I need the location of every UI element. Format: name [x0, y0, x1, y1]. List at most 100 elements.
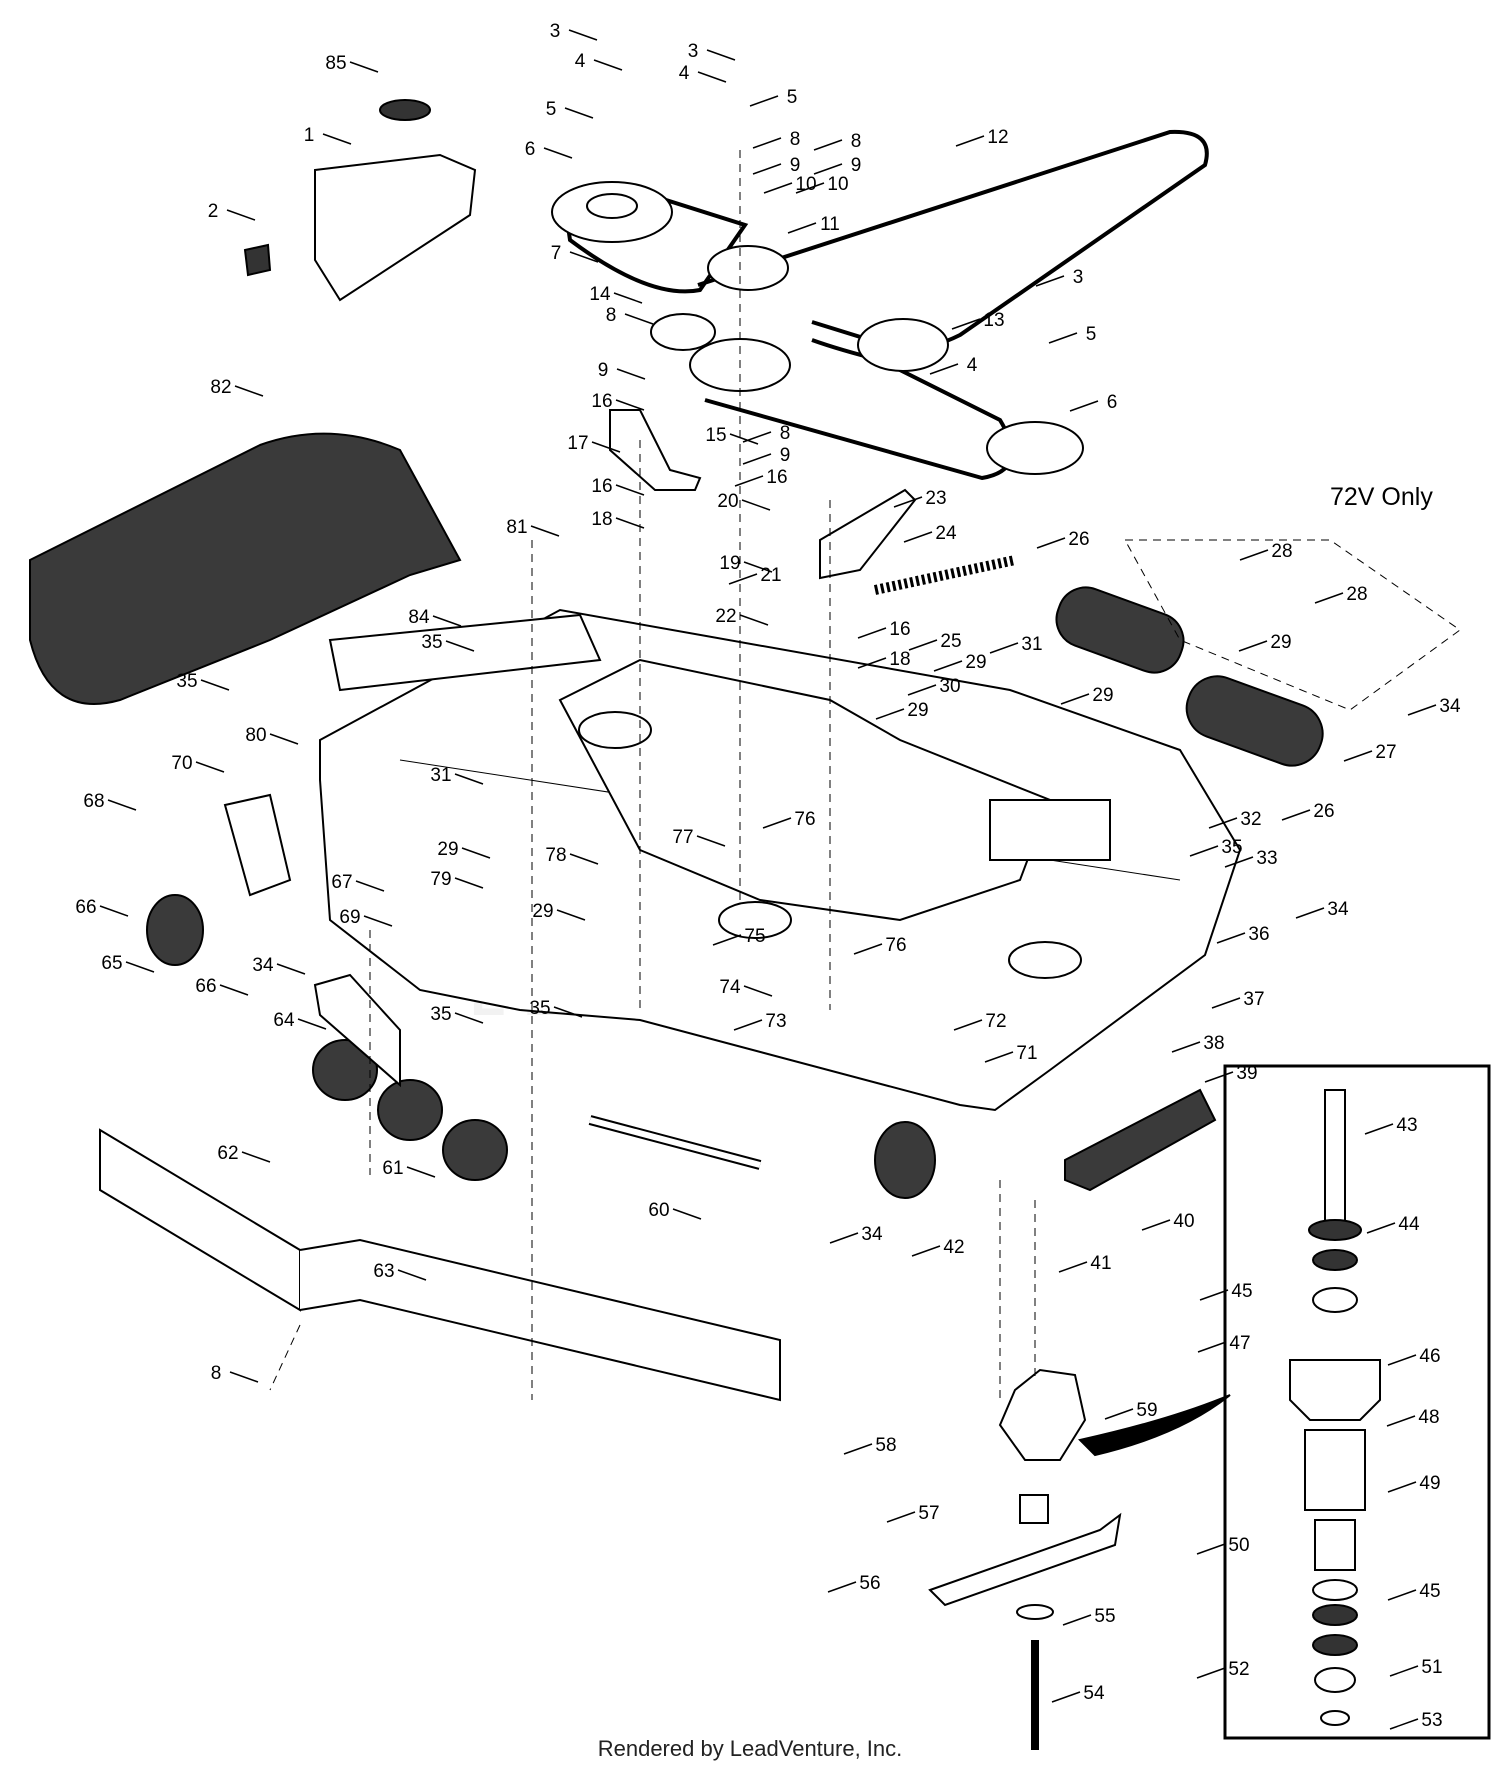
part-callout-76: 76: [794, 809, 815, 830]
leader-line: [696, 835, 726, 847]
part-callout-29: 29: [532, 901, 553, 922]
part-callout-23: 23: [925, 488, 946, 509]
gauge-wheel-65: [146, 894, 204, 966]
leader-line: [1387, 1589, 1417, 1601]
part-callout-5: 5: [546, 99, 557, 120]
part-callout-4: 4: [679, 63, 690, 84]
part-callout-61: 61: [382, 1158, 403, 1179]
part-callout-8: 8: [851, 131, 862, 152]
leader-line: [813, 163, 843, 175]
part-callout-10: 10: [827, 174, 848, 195]
leader-line: [615, 484, 645, 496]
part-callout-37: 37: [1243, 989, 1264, 1010]
leader-line: [553, 1006, 583, 1018]
idler-arm-17: [609, 409, 702, 491]
part-callout-16: 16: [889, 619, 910, 640]
part-callout-8: 8: [606, 305, 617, 326]
leader-line: [355, 880, 385, 892]
part-callout-59: 59: [1136, 1400, 1157, 1421]
part-callout-35: 35: [1221, 837, 1242, 858]
part-callout-77: 77: [672, 827, 693, 848]
part-callout-34: 34: [252, 955, 274, 976]
leader-line: [1216, 932, 1246, 944]
note-72v-only: 72V Only: [1330, 483, 1433, 511]
part-callout-14: 14: [589, 284, 611, 305]
part-callout-50: 50: [1228, 1535, 1249, 1556]
part-callout-19: 19: [719, 553, 740, 574]
part-callout-63: 63: [373, 1261, 394, 1282]
leader-line: [1239, 549, 1269, 561]
deck-bracket-right: [989, 799, 1111, 861]
spindle-pointer: [1078, 1394, 1231, 1457]
leader-line: [226, 209, 256, 221]
part-callout-4: 4: [575, 51, 586, 72]
leader-line: [568, 29, 598, 41]
leader-line: [1035, 275, 1065, 287]
part-callout-53: 53: [1421, 1710, 1442, 1731]
leader-line: [729, 433, 759, 445]
roller-26-lower: [1185, 675, 1324, 767]
leader-line: [672, 1208, 702, 1220]
leader-line: [911, 1245, 941, 1257]
leader-line: [1389, 1665, 1419, 1677]
alignment-lines: [269, 150, 1036, 1400]
leader-line: [613, 292, 643, 304]
part-callout-43: 43: [1396, 1115, 1417, 1136]
leader-line: [749, 95, 779, 107]
leader-line: [1387, 1354, 1417, 1366]
part-callout-9: 9: [780, 445, 791, 466]
leader-line: [1407, 704, 1437, 716]
part-callout-12: 12: [987, 127, 1008, 148]
part-callout-26: 26: [1068, 529, 1089, 550]
leader-line: [787, 222, 817, 234]
leader-line: [728, 573, 758, 585]
part-callout-7: 7: [551, 243, 562, 264]
part-callout-73: 73: [765, 1011, 786, 1032]
part-callout-33: 33: [1256, 848, 1277, 869]
leader-line: [569, 251, 599, 263]
leader-line: [1171, 1041, 1201, 1053]
part-callout-29: 29: [1270, 632, 1291, 653]
part-callout-26: 26: [1313, 801, 1334, 822]
spring-25: [873, 555, 1017, 595]
belt-12: [697, 129, 1209, 351]
leader-line: [1036, 537, 1066, 549]
part-callout-75: 75: [744, 926, 765, 947]
part-callout-32: 32: [1240, 809, 1261, 830]
part-callout-24: 24: [935, 523, 957, 544]
part-callout-84: 84: [408, 607, 430, 628]
part-callout-18: 18: [889, 649, 910, 670]
spindle-housing-48-detail: [1289, 1359, 1381, 1421]
part-callout-8: 8: [780, 423, 791, 444]
leader-line: [739, 614, 769, 626]
leader-line: [929, 363, 959, 375]
leader-line: [349, 61, 379, 73]
part-callout-27: 27: [1375, 742, 1396, 763]
leader-line: [125, 961, 155, 973]
part-callout-31: 31: [1021, 634, 1042, 655]
part-callout-8: 8: [790, 129, 801, 150]
leader-line: [397, 1269, 427, 1281]
leader-line: [107, 799, 137, 811]
part-callout-74: 74: [719, 977, 741, 998]
part-callout-35: 35: [430, 1004, 451, 1025]
leader-line: [556, 909, 586, 921]
leader-line: [857, 657, 887, 669]
leader-line: [593, 59, 623, 71]
spacer-49: [1304, 1429, 1366, 1511]
part-callout-38: 38: [1203, 1033, 1224, 1054]
leader-line: [322, 133, 352, 145]
part-callout-80: 80: [245, 725, 266, 746]
part-callout-82: 82: [210, 377, 231, 398]
part-callout-11: 11: [820, 214, 840, 235]
leader-line: [706, 49, 736, 61]
leader-line: [908, 639, 938, 651]
part-callout-30: 30: [939, 676, 960, 697]
roller-61-b: [377, 1079, 443, 1141]
leader-line: [763, 182, 793, 194]
leader-line: [1199, 1289, 1229, 1301]
leader-line: [853, 943, 883, 955]
pulley-14: [650, 313, 716, 351]
